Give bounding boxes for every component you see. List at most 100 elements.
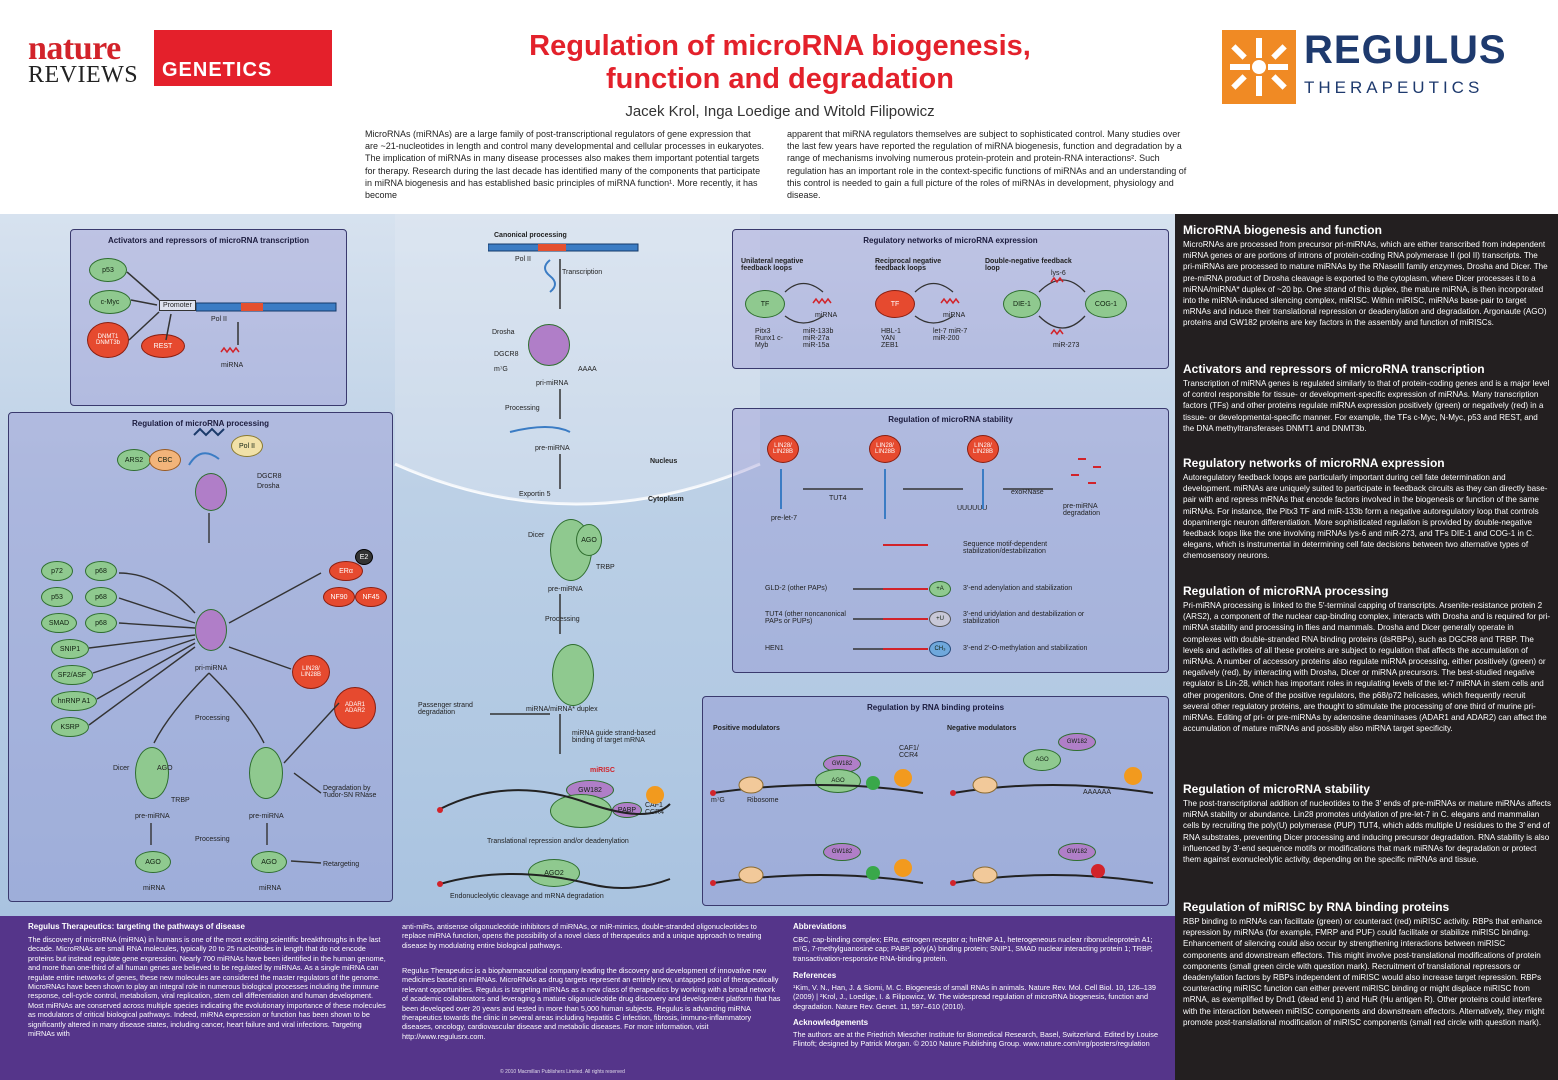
gld2-label: GLD-2 (other PAPs) [765,585,828,592]
logo-genetics-box [154,30,332,86]
rbp-m7g-label: m⁷G [711,797,725,804]
sb-heading-5: Regulation of microRNA stability [1183,782,1370,796]
ksrp-oval: KSRP [51,717,89,737]
ago-duplex-shape [552,644,594,706]
rbp-caf1-label: CAF1/ CCR4 [899,745,919,759]
copyright: © 2010 Macmillan Publishers Limited. All… [500,1069,625,1075]
guide-label: miRNA guide strand-based binding of targ… [572,730,656,744]
trbp-label: TRBP [596,564,615,571]
mirisc-label: miRISC [590,767,615,774]
tut4-label: TUT4 [829,495,847,502]
ago2-shape: AGO2 [528,859,580,887]
exornase-label: exoRNase [1011,489,1044,496]
hen1-text: 3′-end 2′-O-methylation and stabilizatio… [963,645,1088,652]
plus-u-oval: +U [929,611,951,627]
passenger-label: Passenger strand degradation [418,702,473,716]
sb-body-1: MicroRNAs are processed from precursor p… [1183,240,1548,328]
nature-reviews-genetics-logo: nature REVIEWS GENETICS [22,28,332,88]
drosha-label: Drosha [492,329,515,336]
sf2-oval: SF2/ASF [51,665,93,685]
proc-dicer-label: Dicer [113,765,130,772]
lys6-label: lys-6 [1051,270,1066,277]
unilateral-label: Unilateral negative feedback loops [741,258,804,272]
polii-oval: Pol II [231,435,263,457]
proc-mirna-2-label: miRNA [259,885,282,892]
sb-heading-4: Regulation of microRNA processing [1183,584,1389,598]
lin28-proc-oval: LIN28/ LIN28B [292,655,330,689]
intro-paragraph-left: MicroRNAs (miRNAs) are a large family of… [365,129,764,201]
refs-body: ¹Kim, V. N., Han, J. & Siomi, M. C. Biog… [793,983,1156,1011]
sb-heading-6: Regulation of miRISC by RNA binding prot… [1183,900,1450,914]
logo-nature-word: nature [28,30,121,67]
predeg-label: pre-miRNA degradation [1063,503,1100,517]
mir273-label: miR-273 [1053,342,1080,349]
rest-oval: REST [141,334,185,358]
rec-mirna-label: miRNA [943,312,966,319]
regulus-body-2: anti-miRs, antisense oligonucleotide inh… [402,922,762,950]
proc-drosha-label: Drosha [257,483,280,490]
proc-processing-2-label: Processing [195,836,230,843]
pri-mirna-label: pri-miRNA [536,380,569,387]
regulus-mark-icon [1222,30,1296,104]
exportin-label: Exportin 5 [519,491,551,498]
uuuu-label: UUUUUU [957,505,988,512]
m7g-label: m⁷G [494,366,508,373]
regulus-name: REGULUS [1304,28,1507,72]
tf-green-oval: TF [745,290,785,318]
sb-heading-1: MicroRNA biogenesis and function [1183,223,1382,237]
sidebar-text: MicroRNA biogenesis and function MicroRN… [1175,214,1558,1080]
refs-heading: References [793,971,837,980]
p68-oval-b: p68 [85,587,117,607]
proc-pri-label: pri-miRNA [195,665,228,672]
proc-ago-label: AGO [157,765,173,772]
p68-oval-c: p68 [85,613,117,633]
cog1-oval: COG-1 [1085,290,1127,318]
endo-label: Endonucleolytic cleavage and mRNA degrad… [450,893,604,900]
proc-pre-2-label: pre-miRNA [249,813,284,820]
dgcr8-label: DGCR8 [494,351,519,358]
rbp-gw182-neg-2: GW182 [1058,843,1096,861]
p53-oval: p53 [89,258,127,282]
rec-tfs: HBL-1 YAN ZEB1 [881,328,901,349]
logo-reviews-word: REVIEWS [28,62,139,88]
panel-networks: Regulatory networks of microRNA expressi… [732,229,1169,369]
proc-ago-2-oval: AGO [251,851,287,873]
positive-modulators-label: Positive modulators [713,725,780,732]
rbp-aaaa-label: AAAAAA [1083,789,1112,796]
regulus-subtitle: THERAPEUTICS [1304,78,1484,97]
pol-ii-label: Pol II [211,316,227,323]
smad-oval: SMAD [41,613,77,633]
negative-modulators-label: Negative modulators [947,725,1017,732]
proc-ago-1-oval: AGO [135,851,171,873]
proc-dgcr8-label: DGCR8 [257,473,282,480]
era-oval: ERα [329,561,363,581]
authors: Jacek Krol, Inga Loedige and Witold Fili… [625,103,935,120]
sb-heading-2: Activators and repressors of microRNA tr… [1183,362,1485,376]
p53-proc-oval: p53 [41,587,73,607]
regulus-logo: REGULUS THERAPEUTICS [1222,28,1537,104]
uni-mirna-label: miRNA [815,312,838,319]
panel-networks-title: Regulatory networks of microRNA expressi… [863,236,1038,245]
ago-shape: AGO [576,524,602,556]
abbrev-body: CBC, cap-binding complex; ERα, estrogen … [793,935,1153,963]
pre-let7-label: pre-let-7 [771,515,798,522]
transcription-label: Transcription [562,269,603,276]
proc-drosha-shape [195,473,227,511]
adar-shape: ADAR1 ADAR2 [334,687,376,729]
retargeting-label: Retargeting [323,861,360,868]
proc-dicer-shape-1 [135,747,169,799]
panel-stability: Regulation of microRNA stability LIN28/ … [732,408,1169,673]
panel-transcription: Activators and repressors of microRNA tr… [70,229,347,406]
mirna-product-label: miRNA [221,362,244,369]
uni-tfs: Pitx3 Runx1 c-Myb [755,328,784,349]
p72-oval: p72 [41,561,73,581]
canonical-arrows [437,259,671,889]
transcription-arrows [126,271,240,354]
translational-label: Translational repression and/or deadenyl… [487,838,629,845]
lin28-stab-oval-3: LIN28/ LIN28B [967,435,999,463]
dnmt-oval: DNMT1 DNMT3b [87,322,129,358]
rbp-mrna-lines [710,767,1154,886]
tudor-label: Degradation by Tudor-SN RNase [323,785,377,799]
double-negative-label: Double-negative feedback loop [985,258,1072,272]
sb-body-2: Transcription of miRNA genes is regulate… [1183,379,1550,433]
